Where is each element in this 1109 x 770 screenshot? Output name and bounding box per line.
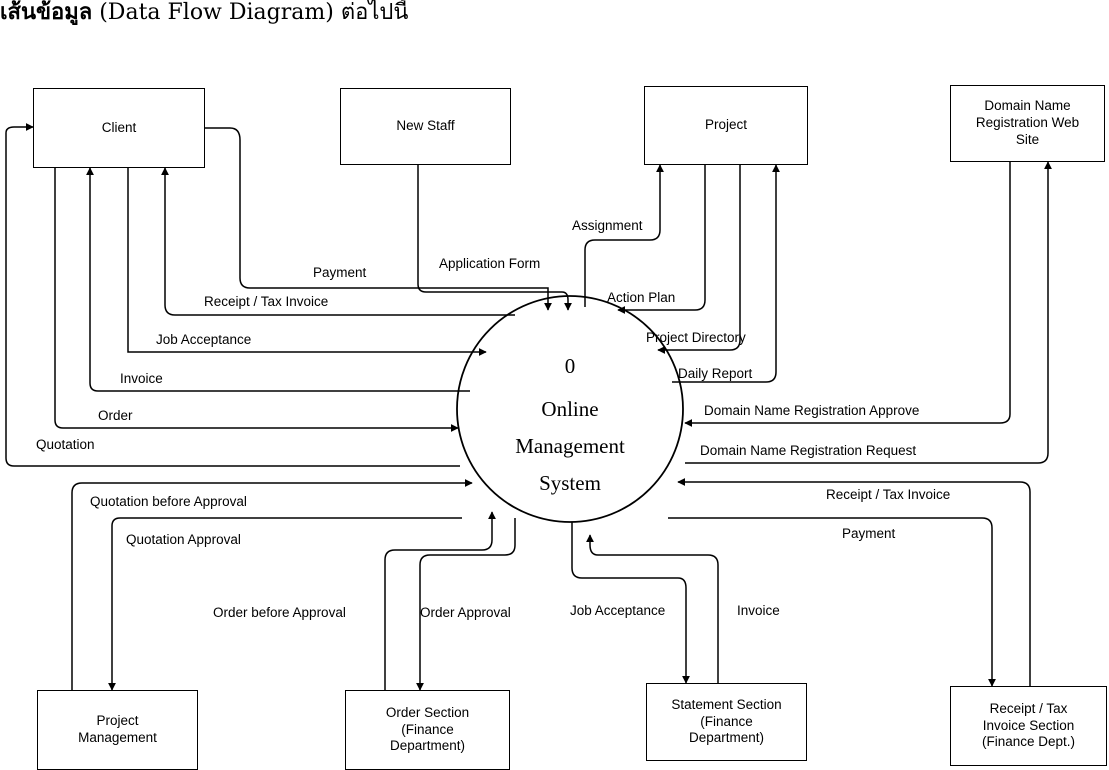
- label-invoice-client: Invoice: [120, 371, 163, 386]
- flow-receipt-finance: [677, 478, 1031, 686]
- entity-client: Client: [33, 88, 205, 168]
- process-circle: [456, 295, 684, 523]
- flow-quotation-before-approval: [71, 479, 473, 690]
- label-job-acceptance-statement: Job Acceptance: [570, 603, 666, 618]
- process-name-line3: System: [539, 471, 601, 495]
- flow-job-acceptance-statement: [571, 522, 690, 684]
- label-invoice-statement: Invoice: [737, 603, 780, 618]
- page-title: เส้นข้อมูล (Data Flow Diagram) ต่อไปนี้: [0, 0, 409, 25]
- label-quotation-approval: Quotation Approval: [126, 532, 241, 547]
- label-order-client: Order: [98, 408, 133, 423]
- label-payment-finance: Payment: [842, 526, 896, 541]
- flow-domain-approve: [684, 162, 1011, 427]
- entity-project: Project: [644, 86, 808, 165]
- flow-job-acceptance-client: [127, 168, 487, 356]
- process-number: 0: [564, 354, 576, 378]
- entity-new-staff: New Staff: [340, 88, 511, 165]
- entity-order-section: Order Section (Finance Department): [345, 690, 510, 770]
- label-quotation-client: Quotation: [36, 437, 95, 452]
- flow-order-client: [54, 168, 459, 432]
- flow-receipt-client: [161, 167, 515, 316]
- label-order-approval: Order Approval: [420, 605, 511, 620]
- flow-invoice-statement: [586, 534, 719, 683]
- entity-project-management: Project Management: [37, 690, 198, 770]
- entity-statement-section: Statement Section (Finance Department): [646, 683, 807, 761]
- label-application-form: Application Form: [439, 256, 541, 271]
- entity-domain-registration-site: Domain Name Registration Web Site: [950, 85, 1105, 162]
- label-domain-approve: Domain Name Registration Approve: [704, 403, 920, 418]
- flow-application-form: [417, 165, 572, 311]
- flow-domain-request: [685, 161, 1052, 464]
- label-domain-request: Domain Name Registration Request: [700, 443, 917, 458]
- process-name-line1: Online: [541, 397, 599, 421]
- label-daily-report: Daily Report: [678, 366, 753, 381]
- label-assignment: Assignment: [572, 218, 643, 233]
- label-job-acceptance-client: Job Acceptance: [156, 332, 252, 347]
- flow-order-before-approval: [384, 511, 496, 690]
- flow-invoice-client: [86, 167, 470, 392]
- process-name-line2: Management: [515, 434, 625, 458]
- flow-action-plan: [617, 165, 706, 314]
- flow-quotation-client: [5, 123, 460, 467]
- flow-daily-report: [672, 164, 780, 383]
- flow-order-approval: [416, 518, 516, 691]
- label-quotation-before-approval: Quotation before Approval: [90, 494, 247, 509]
- label-project-directory: Project Directory: [646, 330, 746, 345]
- flow-quotation-approval: [108, 517, 462, 691]
- flow-payment-client: [205, 127, 552, 311]
- flow-payment-finance: [668, 517, 996, 687]
- flow-project-directory: [657, 165, 741, 354]
- label-receipt-client: Receipt / Tax Invoice: [204, 294, 329, 309]
- label-action-plan: Action Plan: [607, 290, 676, 305]
- label-payment-client: Payment: [313, 265, 367, 280]
- label-receipt-finance: Receipt / Tax Invoice: [826, 487, 951, 502]
- label-order-before-approval: Order before Approval: [213, 605, 346, 620]
- entity-receipt-section: Receipt / Tax Invoice Section (Finance D…: [950, 686, 1107, 766]
- flow-assignment: [584, 164, 664, 307]
